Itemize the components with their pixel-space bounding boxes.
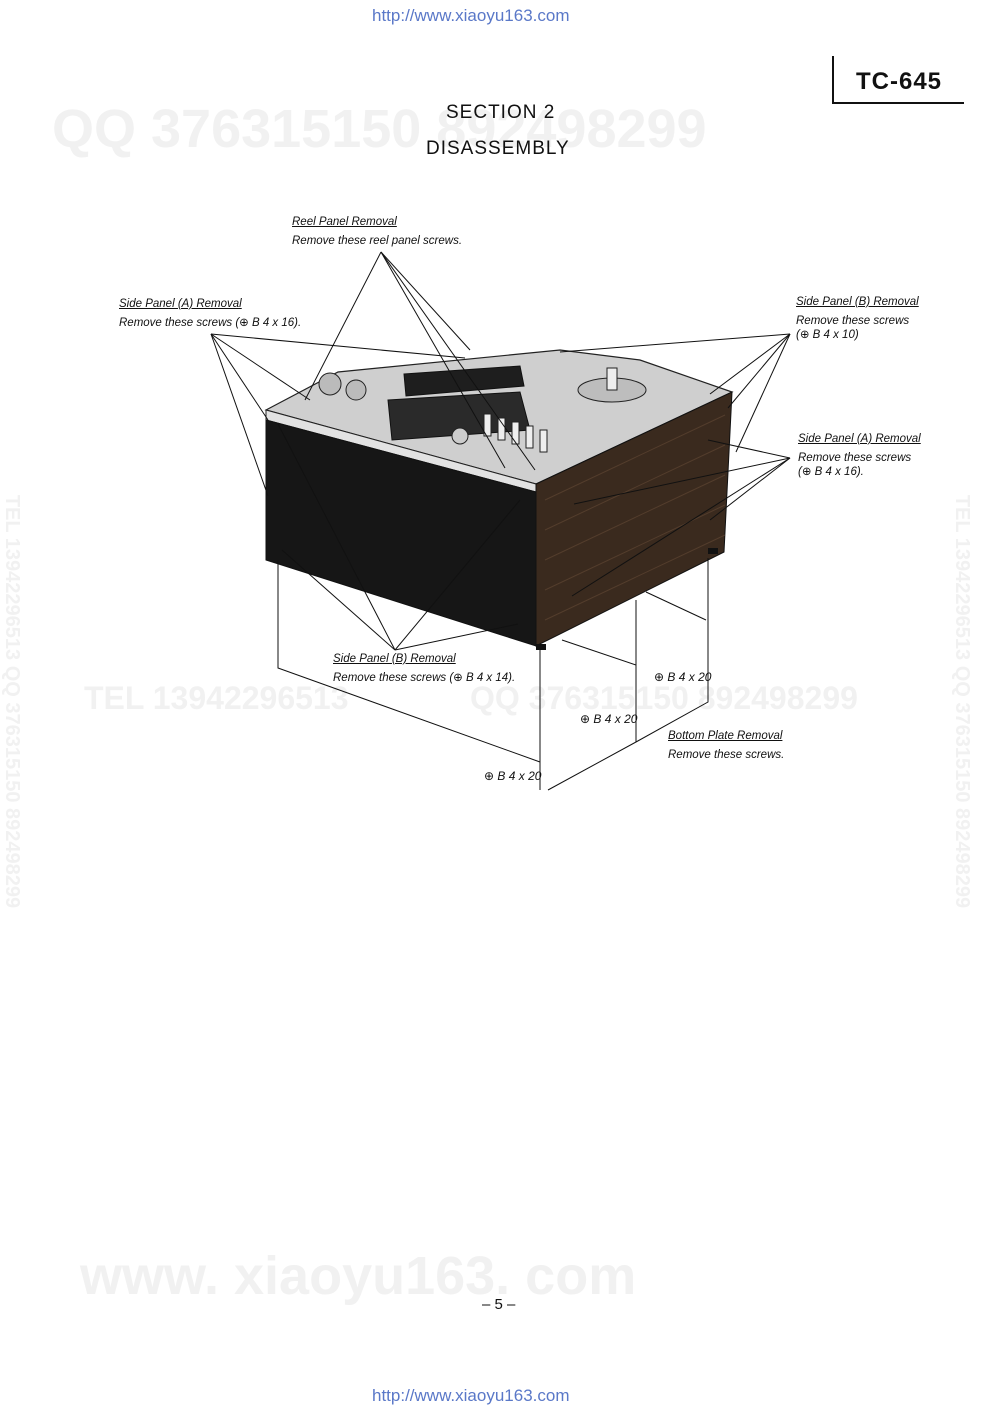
watermark-tel: TEL 13942296513 bbox=[84, 680, 349, 716]
label-reel-panel-title: Reel Panel Removal bbox=[292, 216, 397, 228]
label-side-panel-a-left-desc: Remove these screws (⊕ B 4 x 16). bbox=[119, 317, 302, 329]
label-bottom-plate-title: Bottom Plate Removal bbox=[668, 730, 783, 742]
label-side-panel-b-right-desc: Remove these screws bbox=[796, 315, 910, 327]
wood-side-panel bbox=[535, 391, 733, 647]
model-badge-rule-horizontal bbox=[832, 102, 964, 104]
foot-front bbox=[536, 644, 546, 650]
label-bottom-plate-removal: Bottom Plate Removal Remove these screws… bbox=[668, 729, 784, 762]
watermark-qq-top: QQ 376315150 892498299 bbox=[52, 99, 707, 159]
reel-spindle bbox=[606, 367, 618, 391]
label-side-panel-b-right: Side Panel (B) Removal Remove these scre… bbox=[796, 295, 919, 342]
dimension-b4x20-middle: ⊕ B 4 x 20 bbox=[580, 712, 638, 726]
transport-buttons bbox=[483, 413, 548, 453]
foot-right bbox=[708, 548, 718, 554]
wood-grain bbox=[544, 414, 726, 621]
label-bottom-plate-desc: Remove these screws. bbox=[668, 749, 785, 761]
label-side-panel-a-left: Side Panel (A) Removal Remove these scre… bbox=[119, 297, 301, 330]
left-knob bbox=[318, 372, 342, 396]
dimension-b4x20-right: ⊕ B 4 x 20 bbox=[654, 670, 712, 684]
label-reel-panel-removal: Reel Panel Removal Remove these reel pan… bbox=[292, 215, 462, 248]
label-side-panel-a-right-desc2: (⊕ B 4 x 16). bbox=[798, 466, 864, 478]
label-reel-panel-desc: Remove these reel panel screws. bbox=[292, 235, 463, 247]
label-side-panel-a-right: Side Panel (A) Removal Remove these scre… bbox=[798, 432, 921, 479]
label-side-panel-a-left-title: Side Panel (A) Removal bbox=[119, 298, 242, 310]
dimension-b4x20-bottom: ⊕ B 4 x 20 bbox=[484, 769, 542, 783]
page-number: – 5 – bbox=[482, 1296, 516, 1313]
section-title: DISASSEMBLY bbox=[426, 138, 570, 159]
header-source-link[interactable]: http://www.xiaoyu163.com bbox=[372, 6, 570, 25]
left-knob-2 bbox=[345, 379, 367, 401]
leader-lines bbox=[210, 251, 791, 791]
label-side-panel-b-bottom: Side Panel (B) Removal Remove these scre… bbox=[333, 652, 515, 685]
watermark-site: www. xiaoyu163. com bbox=[80, 1246, 637, 1306]
meter-window bbox=[403, 365, 525, 397]
label-side-panel-a-right-title: Side Panel (A) Removal bbox=[798, 433, 921, 445]
label-side-panel-b-bottom-title: Side Panel (B) Removal bbox=[333, 653, 456, 665]
front-knob bbox=[451, 427, 469, 445]
model-badge-rule-vertical bbox=[832, 56, 834, 104]
label-side-panel-b-right-title: Side Panel (B) Removal bbox=[796, 296, 919, 308]
watermark-qq-middle: QQ 376315150 892498299 bbox=[470, 680, 858, 716]
section-number: SECTION 2 bbox=[446, 102, 556, 123]
model-number: TC-645 bbox=[856, 68, 943, 95]
footer-source-link[interactable]: http://www.xiaoyu163.com bbox=[372, 1386, 570, 1405]
label-side-panel-b-right-desc2: (⊕ B 4 x 10) bbox=[796, 329, 859, 341]
label-side-panel-a-right-desc: Remove these screws bbox=[798, 452, 912, 464]
label-side-panel-b-bottom-desc: Remove these screws (⊕ B 4 x 14). bbox=[333, 672, 516, 684]
